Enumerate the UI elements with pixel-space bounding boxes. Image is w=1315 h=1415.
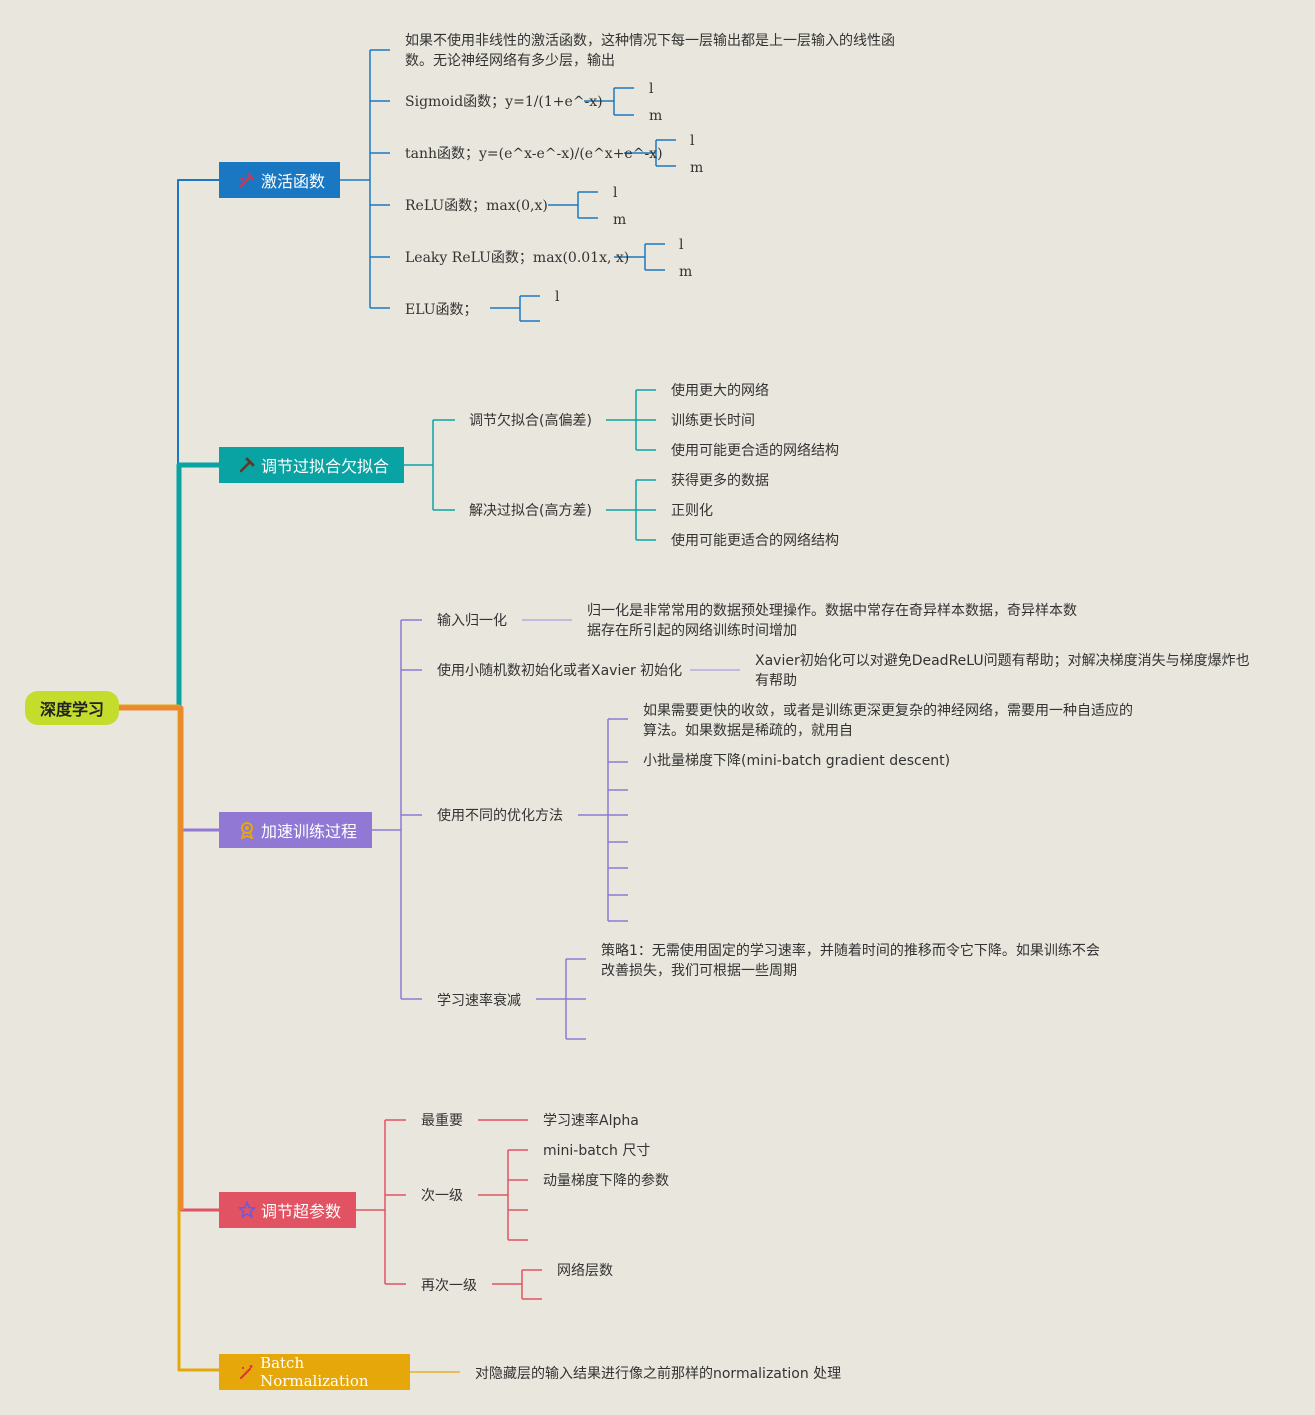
hyper-second-item: mini-batch 尺寸 xyxy=(543,1143,651,1159)
activation-sigmoid: Sigmoid函数；y=1/(1+e^-x) xyxy=(405,94,603,110)
branch-activation[interactable]: 激活函数 xyxy=(219,162,340,198)
hyper-second-item: 动量梯度下降的参数 xyxy=(543,1173,669,1189)
activation-note: 如果不使用非线性的激活函数，这种情况下每一层输出都是上一层输入的线性函数。无论神… xyxy=(405,33,895,69)
hyper-top-item: 学习速率Alpha xyxy=(543,1113,639,1129)
branch-bn-label: Batch Normalization xyxy=(260,1354,369,1390)
activation-leaky: Leaky ReLU函数；max(0.01x, x) xyxy=(405,250,630,266)
activation-sigmoid-m: m xyxy=(649,108,663,124)
fit-over-item: 正则化 xyxy=(671,503,713,519)
activation-relu: ReLU函数；max(0,x) xyxy=(405,198,548,214)
speed-optim-item: 小批量梯度下降(mini-batch gradient descent) xyxy=(643,753,951,769)
fit-under-item: 训练更长时间 xyxy=(671,413,755,429)
activation-elu-l: l xyxy=(555,289,560,305)
speed-optim-label: 使用不同的优化方法 xyxy=(437,808,563,824)
activation-sigmoid-l: l xyxy=(649,81,654,97)
activation-leaky-m: m xyxy=(679,264,693,280)
activation-relu-l: l xyxy=(613,185,618,201)
star-icon xyxy=(237,1200,257,1220)
branch-hyper-label: 调节超参数 xyxy=(261,1202,342,1221)
branch-fit[interactable]: 调节过拟合欠拟合 xyxy=(219,447,404,483)
fit-under-item: 使用可能更合适的网络结构 xyxy=(671,443,839,459)
activation-tanh-l: l xyxy=(690,133,695,149)
speed-init-label: 使用小随机数初始化或者Xavier 初始化 xyxy=(437,663,683,679)
hyper-top-label: 最重要 xyxy=(421,1113,463,1129)
speed-decay-item: 策略1：无需使用固定的学习速率，并随着时间的推移而令它下降。如果训练不会改善损失… xyxy=(601,943,1100,979)
hammer-icon xyxy=(237,455,257,475)
fit-under-label: 调节欠拟合(高偏差) xyxy=(469,413,592,429)
hyper-third-item: 网络层数 xyxy=(557,1263,613,1279)
root-label: 深度学习 xyxy=(39,700,104,719)
activation-leaky-l: l xyxy=(679,237,684,253)
speed-decay-label: 学习速率衰减 xyxy=(437,993,521,1009)
fit-over-item: 获得更多的数据 xyxy=(671,473,769,489)
bn-note: 对隐藏层的输入结果进行像之前那样的normalization 处理 xyxy=(475,1366,842,1382)
fit-over-label: 解决过拟合(高方差) xyxy=(469,503,592,519)
branch-bn[interactable]: Batch Normalization xyxy=(219,1354,410,1390)
activation-elu: ELU函数； xyxy=(405,302,478,318)
speed-normalize-label: 输入归一化 xyxy=(437,613,507,629)
hyper-second-label: 次一级 xyxy=(421,1188,463,1204)
branch-speed[interactable]: 加速训练过程 xyxy=(219,812,372,848)
tools-icon xyxy=(237,170,257,190)
activation-relu-m: m xyxy=(613,212,627,228)
speed-optim-item: 如果需要更快的收敛，或者是训练更深更复杂的神经网络，需要用一种自适应的算法。如果… xyxy=(643,703,1133,739)
activation-tanh-m: m xyxy=(690,160,704,176)
fit-under-item: 使用更大的网络 xyxy=(671,383,769,399)
branch-activation-label: 激活函数 xyxy=(261,172,326,191)
hyper-third-label: 再次一级 xyxy=(421,1278,477,1294)
branch-hyper[interactable]: 调节超参数 xyxy=(219,1192,356,1228)
fit-over-item: 使用可能更适合的网络结构 xyxy=(671,533,839,549)
wand-icon xyxy=(237,1362,256,1382)
speed-normalize-note: 归一化是非常常用的数据预处理操作。数据中常存在奇异样本数据，奇异样本数据存在所引… xyxy=(587,603,1077,639)
medal-icon xyxy=(237,820,257,840)
speed-init-note: Xavier初始化可以对避免DeadReLU问题有帮助；对解决梯度消失与梯度爆炸… xyxy=(755,653,1250,689)
activation-tanh: tanh函数；y=(e^x-e^-x)/(e^x+e^-x) xyxy=(405,146,663,162)
branch-speed-label: 加速训练过程 xyxy=(261,822,358,841)
root-node[interactable]: 深度学习 xyxy=(25,691,119,725)
branch-fit-label: 调节过拟合欠拟合 xyxy=(261,457,390,476)
